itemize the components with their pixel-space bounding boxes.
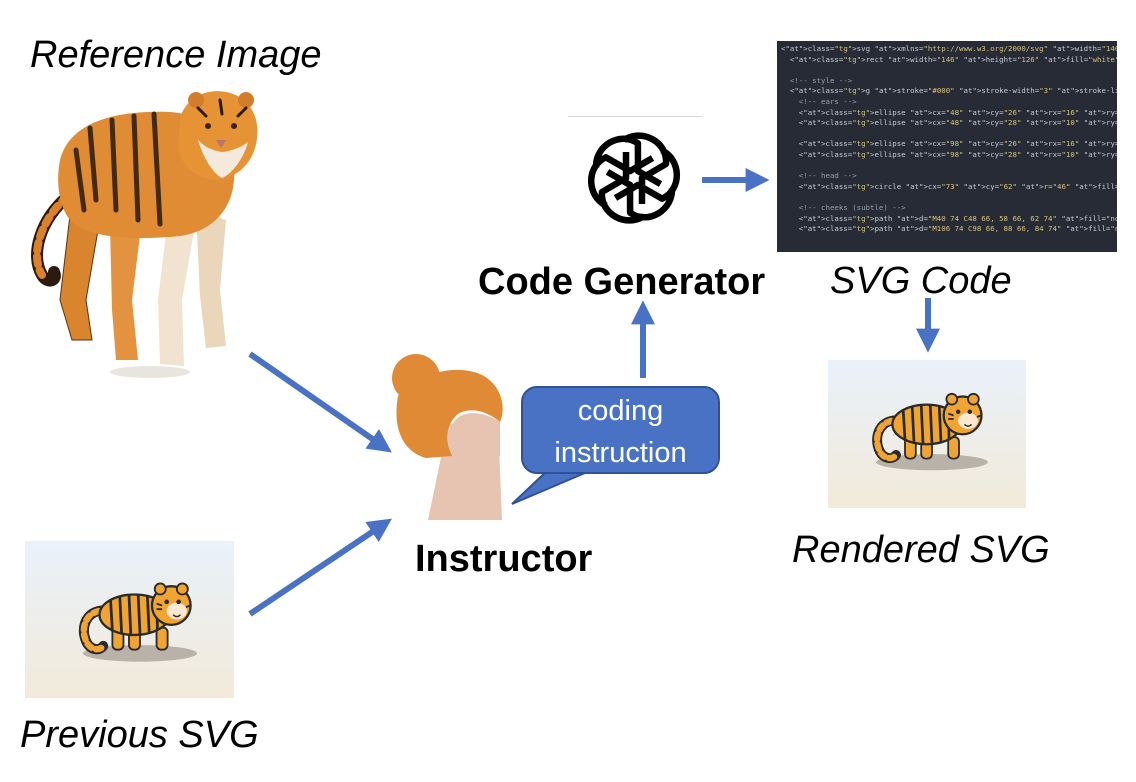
code-line: <"at">class="tg">ellipse "at">cx="98" "a…: [781, 149, 1117, 159]
svg-code-panel: <"at">class="tg">svg "at">xmlns="http://…: [777, 41, 1117, 252]
arrow-previous-to-instructor: [248, 518, 392, 617]
openai-logo: [588, 132, 680, 224]
code-line: <"at">class="tg">g "at">stroke="#000" "a…: [781, 86, 1117, 96]
code-line: <"at">class="tg">ellipse "at">cx="48" "a…: [781, 107, 1117, 117]
code-line: <"at">class="tg">path "at">d="M40 74 C48…: [781, 213, 1117, 223]
code-line: <"at">class="tg">rect "at">width="146" "…: [781, 54, 1117, 64]
code-line: <!-- ears -->: [781, 96, 857, 106]
label-previous-svg: Previous SVG: [20, 714, 259, 756]
code-line: <"at">class="tg">ellipse "at">cx="98" "a…: [781, 139, 1117, 149]
code-line: <!-- head -->: [781, 171, 857, 181]
bubble-tail: [511, 469, 593, 505]
code-line: <"at">class="tg">circle "at">cx="73" "at…: [781, 181, 1117, 191]
logo-divider: [568, 116, 702, 117]
code-line: [781, 192, 1113, 203]
tiger-photo: [31, 91, 258, 378]
code-line: [781, 129, 1113, 140]
previous-svg-thumbnail: [25, 541, 234, 698]
code-line: <"at">class="tg">ellipse "at">cx="48" "a…: [781, 118, 1117, 128]
arrow-reference-to-instructor: [248, 351, 392, 453]
person-icon: [392, 354, 503, 520]
label-svg-code: SVG Code: [830, 260, 1012, 302]
label-code-generator: Code Generator: [478, 261, 766, 303]
rendered-svg-thumbnail: [828, 360, 1026, 508]
bubble-line-2: instruction: [554, 437, 687, 469]
flow-arrows: [248, 168, 940, 617]
code-line: <!-- cheeks (subtle) -->: [781, 202, 906, 212]
coding-instruction-bubble: coding instruction: [521, 386, 720, 474]
label-instructor: Instructor: [415, 538, 593, 580]
bubble-line-1: coding: [577, 395, 664, 427]
code-line: <!-- style -->: [781, 75, 853, 85]
code-line: [781, 65, 1113, 76]
code-line: <"at">class="tg">svg "at">xmlns="http://…: [781, 44, 1117, 53]
code-line: [781, 161, 1113, 172]
label-rendered-svg: Rendered SVG: [792, 529, 1050, 571]
label-reference-image: Reference Image: [30, 34, 322, 76]
code-line: <"at">class="tg">path "at">d="M106 74 C9…: [781, 224, 1117, 234]
